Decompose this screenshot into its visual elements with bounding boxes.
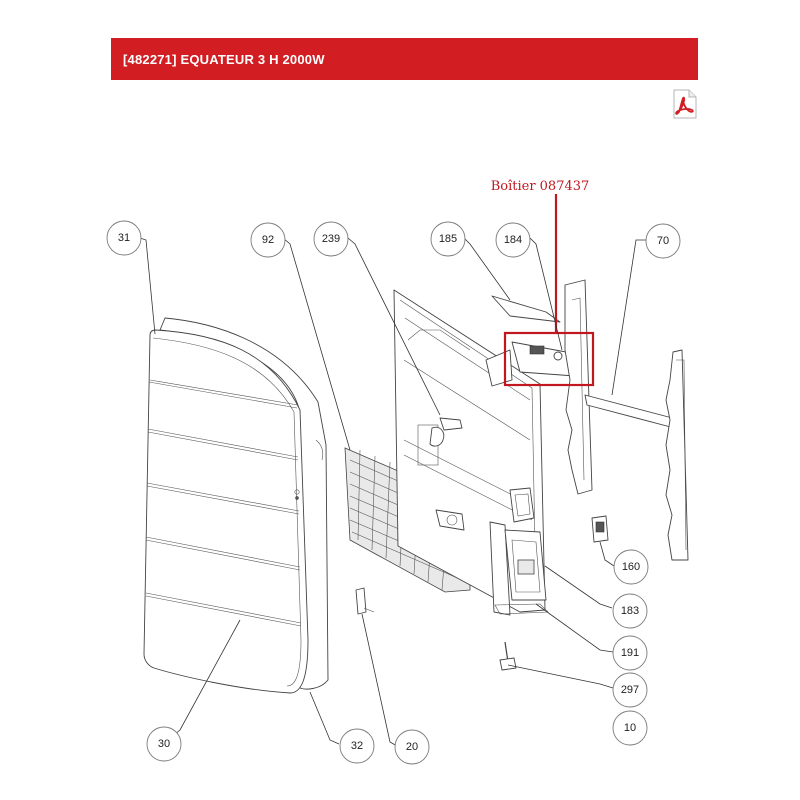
pdf-download-button[interactable] (670, 88, 698, 120)
callout-31-label: 31 (118, 232, 130, 244)
callout-239-label: 239 (322, 233, 340, 245)
callout-183-label: 183 (621, 605, 639, 617)
highlight-label: Boîtier 087437 (491, 179, 590, 194)
callout-31[interactable]: 31 (106, 220, 142, 256)
connector-part (355, 587, 375, 615)
callout-191[interactable]: 191 (612, 635, 648, 671)
highlight-box (503, 331, 595, 387)
callout-30[interactable]: 30 (146, 726, 182, 762)
page-header: [482271] EQUATEUR 3 H 2000W (111, 38, 698, 80)
callout-184-label: 184 (504, 234, 522, 246)
callout-297-label: 297 (621, 684, 639, 696)
callout-10-label: 10 (624, 722, 636, 734)
callout-32[interactable]: 32 (339, 728, 375, 764)
temperature-probe (499, 641, 517, 671)
callout-10[interactable]: 10 (612, 710, 648, 746)
callout-160[interactable]: 160 (613, 549, 649, 585)
callout-297[interactable]: 297 (612, 672, 648, 708)
callout-191-label: 191 (621, 647, 639, 659)
callout-32-label: 32 (351, 740, 363, 752)
callout-185[interactable]: 185 (430, 221, 466, 257)
switch-part (591, 515, 609, 543)
callout-20[interactable]: 20 (394, 729, 430, 765)
callout-184[interactable]: 184 (495, 222, 531, 258)
callout-239[interactable]: 239 (313, 221, 349, 257)
callout-92-label: 92 (262, 234, 274, 246)
thermostat-module (489, 521, 549, 616)
callout-185-label: 185 (439, 233, 457, 245)
callout-92[interactable]: 92 (250, 222, 286, 258)
callout-70[interactable]: 70 (645, 223, 681, 259)
callout-70-label: 70 (657, 235, 669, 247)
callout-30-label: 30 (158, 738, 170, 750)
pdf-icon (673, 89, 697, 119)
callout-183[interactable]: 183 (612, 593, 648, 629)
page-title: [482271] EQUATEUR 3 H 2000W (123, 51, 325, 67)
callout-160-label: 160 (622, 561, 640, 573)
wall-bracket (564, 279, 689, 561)
callout-20-label: 20 (406, 741, 418, 753)
control-box (485, 295, 576, 387)
front-panel (143, 317, 329, 694)
